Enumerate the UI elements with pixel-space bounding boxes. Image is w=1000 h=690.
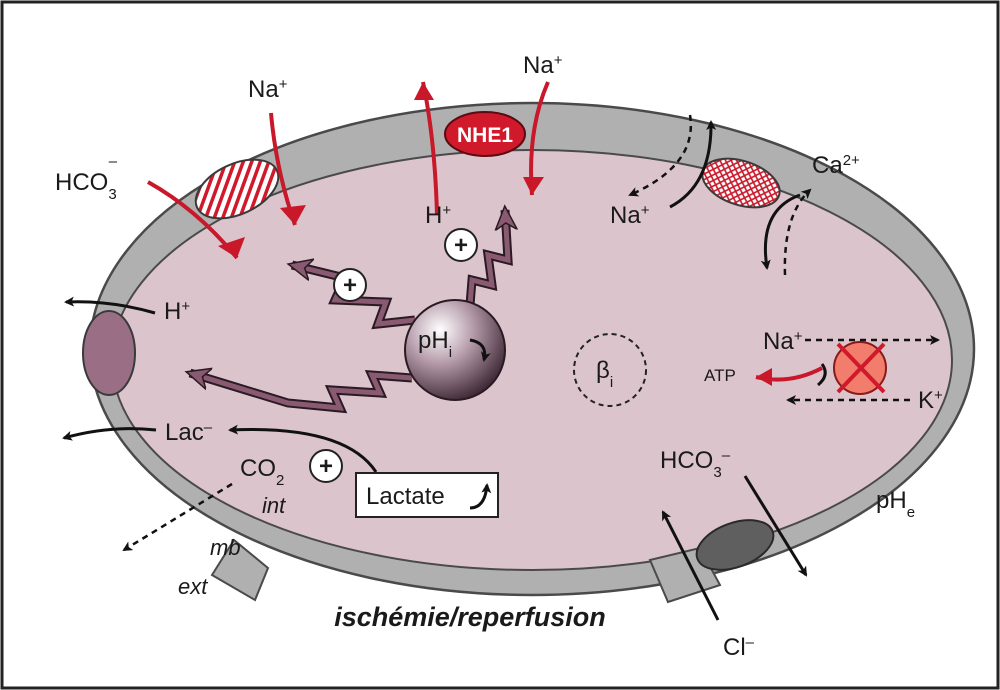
lac-mct-efflux-arrow — [62, 427, 157, 441]
membrane-cut-left — [210, 538, 270, 602]
stimulation-symbol-2: + — [444, 228, 478, 262]
cl-ae-influx-arrow — [661, 510, 720, 621]
ion-na-ncx: Na+ — [610, 202, 650, 230]
svg-text:+: + — [454, 232, 468, 259]
buffer-capacity-circle — [573, 333, 647, 407]
ion-cl: Cl– — [723, 634, 755, 662]
na-hco3-cotransporter — [194, 158, 280, 220]
membrane-label: mb — [210, 535, 241, 560]
na-ncx-efflux-arrow — [669, 120, 717, 209]
extracellular-ph-label: pHe — [876, 487, 915, 521]
svg-text:+: + — [343, 272, 357, 299]
monocarboxylate-transporter — [82, 310, 136, 396]
atpase-inhibited-cross — [836, 342, 886, 394]
ion-co2: CO2 — [240, 455, 284, 489]
intracellular-ph-label: pHi — [418, 327, 452, 361]
stimulation-symbol-3: + — [309, 449, 343, 483]
nhe1-label: NHE1 — [457, 124, 513, 147]
ca-ncx-influx-arrow — [760, 193, 801, 270]
diagram-title: ischémie/reperfusion — [334, 602, 606, 632]
anion-exchanger — [695, 519, 775, 571]
ca-ncx-reverse-arrow — [783, 188, 812, 276]
ion-labels: Na+ Na+ HCO3– H+ H+ Na+ Ca2+ Na+ K+ Lac–… — [55, 52, 943, 662]
ph-decrease-icon — [469, 338, 491, 362]
nhe1-exchanger — [444, 111, 526, 157]
ion-lac: Lac– — [165, 419, 213, 447]
ion-ca-ncx: Ca2+ — [812, 152, 860, 180]
lactate-to-lac-arrow — [228, 424, 378, 473]
ion-hco3-left: HCO3– — [55, 153, 118, 203]
lactate-increase-icon — [469, 483, 492, 510]
intracellular-label: int — [262, 493, 286, 518]
ion-na-top-left: Na+ — [248, 76, 288, 104]
atp-label: ATP — [704, 366, 736, 385]
h-mct-efflux-arrow — [64, 296, 156, 315]
atp-arrow-tail — [816, 363, 827, 387]
red-arrowheads — [218, 82, 772, 386]
zigzag-arrow-to-mct — [190, 373, 413, 411]
buffer-capacity-label: βi — [596, 357, 613, 391]
ion-k-pump: K+ — [918, 387, 943, 415]
extracellular-label: ext — [178, 574, 208, 599]
zigzag-arrow-to-nhe1 — [467, 210, 508, 306]
stimulation-symbol-1: + — [333, 268, 367, 302]
ion-h-left: H+ — [164, 298, 190, 326]
ion-na-pump: Na+ — [763, 328, 803, 356]
hco3-ae-efflux-arrow — [743, 475, 808, 577]
ion-hco3-right: HCO3– — [660, 447, 731, 481]
ion-na-top-right: Na+ — [523, 52, 563, 80]
black-flux-arrows — [62, 120, 827, 621]
svg-text:+: + — [319, 453, 333, 480]
lactate-label: Lactate — [366, 483, 445, 510]
dashed-flux-arrows — [122, 114, 940, 552]
na-ncx-reverse-arrow — [628, 114, 693, 197]
lactate-box — [355, 472, 499, 518]
intracellular-ph-sphere — [404, 299, 506, 401]
ion-h-nhe1: H+ — [425, 202, 451, 230]
